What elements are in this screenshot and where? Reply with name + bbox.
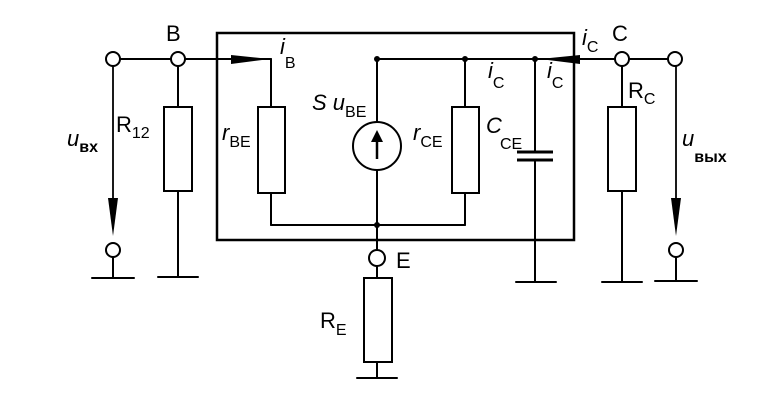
- label-r-ce-main: r: [413, 120, 422, 145]
- label-source: S uBE: [312, 90, 366, 121]
- node-label-b: B: [166, 21, 181, 46]
- arrow-u-in-head: [108, 198, 118, 236]
- junction-dot-rce-top: [462, 56, 468, 62]
- label-c-ce-sub: CE: [500, 136, 522, 153]
- label-i-c-top-main: i: [582, 25, 588, 50]
- label-i-c-mid-sub: C: [493, 75, 505, 92]
- terminal-input-ground: [105, 242, 121, 258]
- terminal-e: [368, 249, 386, 267]
- junction-dot-source-top: [374, 56, 380, 62]
- label-re: RE: [320, 308, 347, 339]
- label-i-c-top-sub: C: [587, 39, 599, 56]
- resistor-rce: [451, 106, 480, 194]
- label-u-out-sub: вых: [694, 149, 727, 166]
- node-label-e: E: [396, 248, 411, 273]
- label-re-main: R: [320, 308, 336, 333]
- junction-dot-source-bottom: [374, 222, 380, 228]
- label-r12-sub: 12: [132, 125, 150, 142]
- label-r12: R12: [116, 112, 150, 142]
- label-i-c-mid-main: i: [488, 58, 494, 83]
- label-source-main: S u: [312, 90, 345, 115]
- label-i-c-mid: iC: [488, 58, 504, 92]
- label-rc-main: R: [628, 78, 644, 103]
- label-u-in: uвх: [67, 126, 98, 156]
- junction-dot-cce-top: [532, 56, 538, 62]
- arrow-u-out-head: [671, 198, 681, 236]
- label-r-ce: rCE: [413, 120, 443, 151]
- label-u-out: uвых: [682, 126, 727, 166]
- label-i-b: iB: [280, 34, 296, 72]
- terminal-output: [667, 51, 683, 67]
- label-c-ce-main: C: [486, 113, 502, 138]
- label-i-c-cap: iC: [547, 58, 563, 92]
- arrow-ic: [540, 55, 580, 64]
- terminal-input: [105, 51, 121, 67]
- label-u-out-main: u: [682, 126, 694, 151]
- current-source-arrow-head: [371, 130, 383, 142]
- label-u-in-main: u: [67, 126, 79, 151]
- arrow-ib: [231, 55, 270, 64]
- resistor-rc: [607, 106, 637, 192]
- label-r-be: rBE: [222, 120, 251, 151]
- terminal-output-ground: [668, 242, 684, 258]
- transistor-model-box: [215, 31, 576, 242]
- resistor-rbe: [257, 106, 286, 194]
- label-rc: RC: [628, 78, 655, 108]
- label-r-be-sub: BE: [229, 134, 250, 151]
- label-i-b-main: i: [280, 34, 286, 59]
- label-i-c-cap-main: i: [547, 58, 553, 83]
- label-r-ce-sub: CE: [420, 134, 442, 151]
- label-i-c-top: iC: [582, 25, 598, 56]
- terminal-c: [614, 51, 630, 67]
- resistor-r12: [163, 106, 193, 192]
- label-i-b-sub: B: [285, 55, 296, 72]
- label-re-sub: E: [336, 322, 347, 339]
- label-rc-sub: C: [644, 91, 656, 108]
- label-r12-main: R: [116, 112, 132, 137]
- node-label-c: C: [612, 21, 628, 46]
- resistor-re: [363, 277, 393, 363]
- label-i-c-cap-sub: C: [552, 75, 564, 92]
- label-source-sub: BE: [345, 104, 366, 121]
- terminal-b: [170, 51, 186, 67]
- label-r-be-main: r: [222, 120, 231, 145]
- label-u-in-sub: вх: [79, 139, 98, 156]
